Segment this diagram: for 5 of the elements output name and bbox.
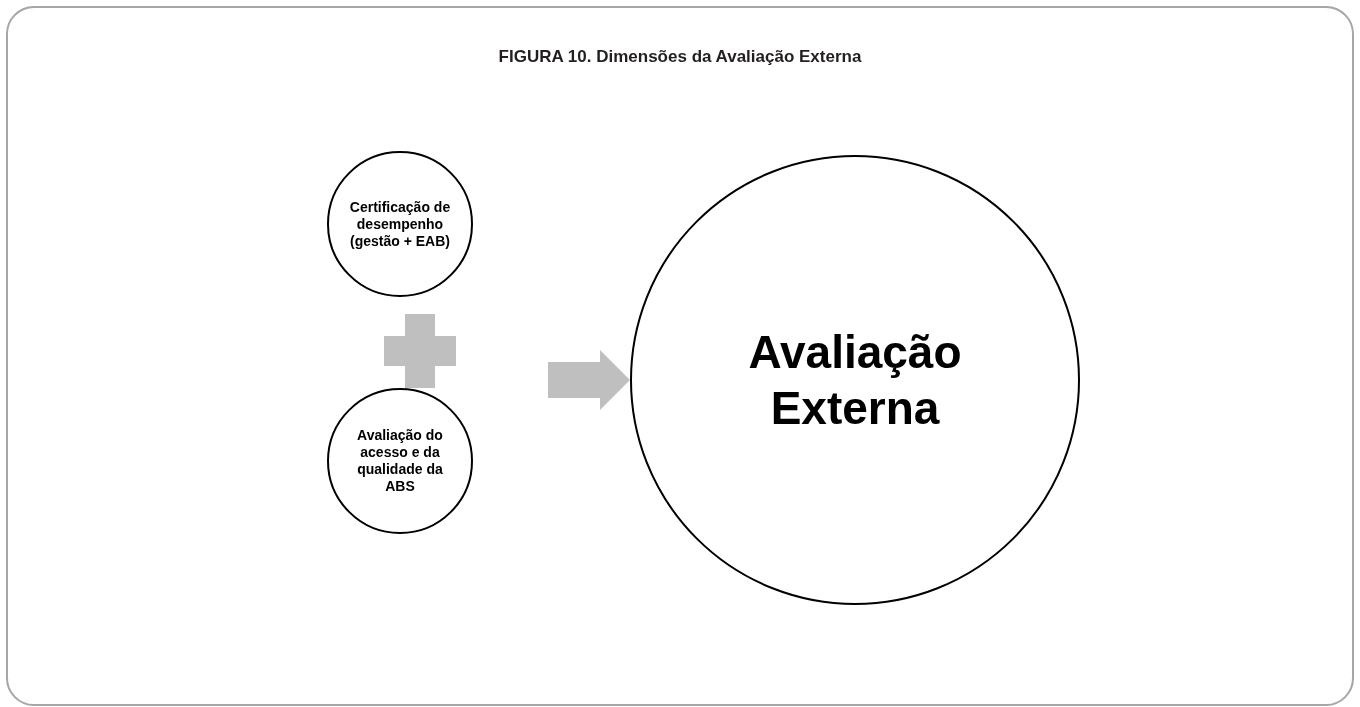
node-label: Avaliação Externa xyxy=(747,325,963,436)
node-label: Certificação de desempenho (gestão + EAB) xyxy=(348,198,452,250)
node-label: Avaliação do acesso e da qualidade da ABS xyxy=(356,427,444,495)
figure-title: FIGURA 10. Dimensões da Avaliação Externa xyxy=(497,46,863,68)
block-arrow xyxy=(548,350,630,410)
